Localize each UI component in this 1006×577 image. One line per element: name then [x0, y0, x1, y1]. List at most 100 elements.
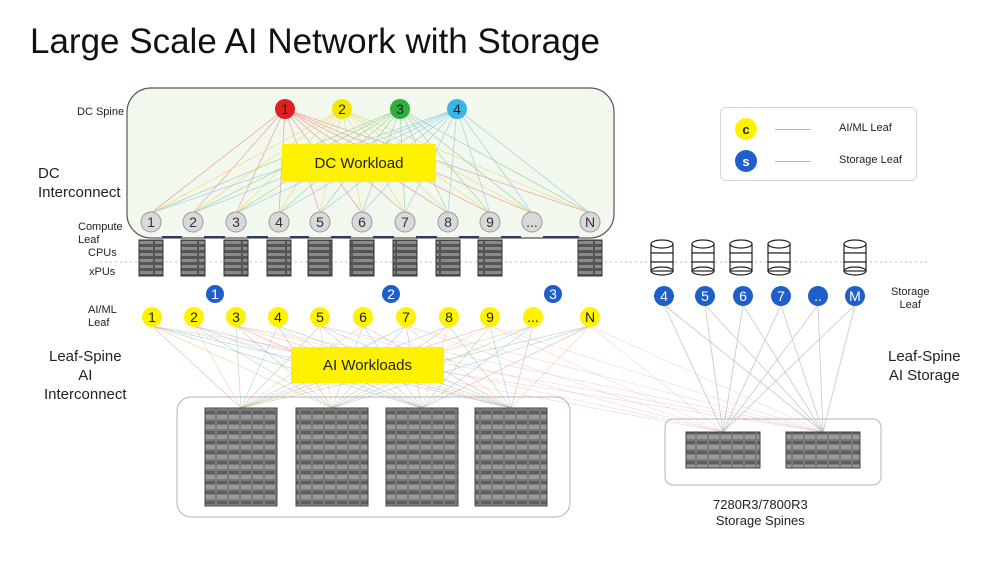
- spine-leaf-link: [399, 108, 533, 214]
- dc-spine-node: 4: [447, 99, 467, 119]
- spine-leaf-link: [456, 108, 533, 214]
- storage-leaf-node: 5: [695, 286, 715, 306]
- aiml-leaf-node: 4: [268, 307, 288, 327]
- spine-leaf-link: [399, 108, 491, 214]
- compute-leaf-node: 8: [437, 211, 459, 233]
- ai-leaf-spine-link: [510, 325, 534, 409]
- dc-spine-node: 2: [332, 99, 352, 119]
- compute-leaf-node-label: 2: [189, 214, 197, 230]
- ai-leaf-spine-link: [489, 325, 512, 409]
- legend-item: c AI/ML Leaf: [735, 118, 905, 140]
- aiml-leaf-node: 2: [184, 307, 204, 327]
- storage-link: [722, 304, 819, 433]
- storage-disks: [650, 239, 867, 276]
- compute-rack: [138, 239, 164, 277]
- aiml-leaf-node: 8: [439, 307, 459, 327]
- dc-spine-node-label: 4: [453, 101, 461, 117]
- aiml-leaf-node-label: N: [585, 309, 595, 325]
- aiml-leaf-node: 5: [310, 307, 330, 327]
- legend-item: s Storage Leaf: [735, 150, 905, 172]
- compute-leaf-node: 7: [394, 211, 416, 233]
- storage-link: [822, 304, 856, 433]
- compute-leaf-node-label: 8: [444, 214, 452, 230]
- storage-disk-icon: [691, 239, 715, 276]
- compute-leaf-node-label: 3: [232, 214, 240, 230]
- storage-spine-switch-1: [685, 431, 761, 469]
- aiml-leaf-label: AI/ML Leaf: [88, 304, 117, 329]
- storage-cross-link: [235, 325, 824, 433]
- legend-line: [775, 161, 811, 162]
- ai-leaf-spine-link: [193, 325, 333, 409]
- spine-leaf-link: [235, 108, 286, 214]
- storage-disk-icon: [650, 239, 674, 276]
- aiml-leaf-node: 7: [396, 307, 416, 327]
- compute-rack: [392, 239, 418, 277]
- dc-spine-node: 1: [275, 99, 295, 119]
- compute-rack: [266, 239, 292, 277]
- ai-leaf-spine-link: [421, 325, 491, 409]
- page-title: Large Scale AI Network with Storage: [30, 22, 601, 61]
- legend: c AI/ML Leaf s Storage Leaf: [720, 107, 917, 181]
- storage-leaf-node: 6: [733, 286, 753, 306]
- compute-leaf-node: 4: [268, 211, 290, 233]
- ai-leaf-spine-link: [193, 325, 242, 409]
- spine-leaf-link: [150, 108, 401, 214]
- aiml-leaf-node: N: [580, 307, 600, 327]
- legend-label: Storage Leaf: [839, 154, 902, 166]
- aiml-leaf-node: 6: [353, 307, 373, 327]
- compute-leaf-node-label: 5: [316, 214, 324, 230]
- aiml-leaf-node-label: 1: [148, 309, 156, 325]
- spine-leaf-link: [150, 108, 286, 214]
- aiml-leaf-node-label: 6: [359, 309, 367, 325]
- compute-leaf-label: Compute Leaf: [78, 221, 123, 246]
- storage-cross-link: [589, 325, 724, 433]
- legend-badge: c: [735, 118, 757, 140]
- spine-leaf-link: [447, 108, 458, 214]
- dc-interconnect-label: DC Interconnect: [38, 165, 121, 201]
- storage-leaf-node: M: [845, 286, 865, 306]
- storage-link: [663, 304, 724, 433]
- storage-link: [742, 304, 824, 433]
- pod-marker: 1: [206, 285, 224, 303]
- storage-cross-link: [319, 325, 824, 433]
- compute-rack: [180, 239, 206, 277]
- storage-leaf-node-label: 4: [660, 288, 668, 304]
- storage-spines-label: 7280R3/7800R3 Storage Spines: [713, 497, 808, 528]
- aiml-leaf-node-label: 4: [274, 309, 282, 325]
- storage-link: [704, 304, 824, 433]
- compute-racks: [138, 239, 603, 277]
- dc-spine-node-label: 2: [338, 101, 346, 117]
- storage-disk-icon: [729, 239, 753, 276]
- compute-leaf-node: 3: [225, 211, 247, 233]
- storage-link: [722, 304, 856, 433]
- compute-leaf-node: 9: [479, 211, 501, 233]
- ai-spine-switch-1: [204, 407, 278, 507]
- legend-badge: s: [735, 150, 757, 172]
- legend-label: AI/ML Leaf: [839, 122, 892, 134]
- pod-marker-label: 1: [211, 286, 219, 302]
- ai-leaf-spine-link: [240, 325, 321, 409]
- storage-cross-link: [151, 325, 824, 433]
- spine-leaf-link: [456, 108, 591, 214]
- compute-rack: [349, 239, 375, 277]
- ai-leaf-spine-link: [240, 325, 279, 409]
- ai-leaf-spine-link: [151, 325, 423, 409]
- aiml-leaf-node: 1: [142, 307, 162, 327]
- compute-leaf-node: 5: [309, 211, 331, 233]
- spine-leaf-link: [399, 108, 591, 214]
- compute-rack: [477, 239, 503, 277]
- compute-rack: [435, 239, 461, 277]
- compute-leaf-node-label: 9: [486, 214, 494, 230]
- dc-workload-box: DC Workload: [282, 144, 436, 182]
- compute-leaf-node-label: 7: [401, 214, 409, 230]
- xpus-label: xPUs: [89, 266, 116, 278]
- dc-spine-node: 3: [390, 99, 410, 119]
- compute-leaf-node-label: 1: [147, 214, 155, 230]
- leaf-spine-storage-label: Leaf-Spine AI Storage: [888, 348, 961, 384]
- storage-link: [722, 304, 782, 433]
- compute-leaf-node-label: N: [585, 214, 595, 230]
- compute-leaf-node-label: 4: [275, 214, 283, 230]
- ai-leaf-spine-link: [405, 325, 512, 409]
